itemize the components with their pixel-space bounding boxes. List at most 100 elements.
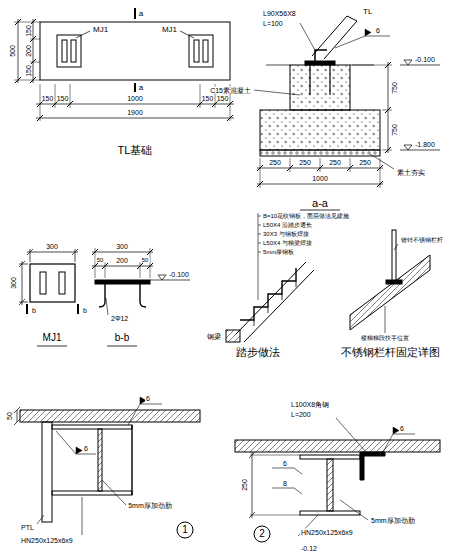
drawing-label: -1.800 <box>414 141 436 148</box>
drawing-stroke <box>250 455 300 515</box>
drawing-label: 6 <box>282 460 288 467</box>
drawing-label: 250 <box>298 159 312 166</box>
drawing-stroke <box>107 346 137 347</box>
drawing-stroke <box>14 8 440 536</box>
drawing-stroke <box>298 500 368 536</box>
drawing-stroke <box>106 298 108 315</box>
drawing-stroke <box>52 491 132 495</box>
drawing-label: b-b <box>114 333 130 343</box>
drawing-stroke <box>18 19 33 83</box>
drawing-stroke <box>19 261 28 305</box>
drawing-label: 500 <box>9 44 16 58</box>
drawing-label: 150 <box>56 95 70 102</box>
drawing-stroke <box>134 8 136 92</box>
callout-circle-outline <box>254 526 270 542</box>
drawing-label: L100X8角钢 <box>290 401 330 408</box>
drawing-stroke <box>260 150 380 156</box>
drawing-label: 50 <box>6 411 13 421</box>
drawing-stroke <box>59 272 65 294</box>
drawing-stroke <box>260 110 380 150</box>
drawing-label: 250 <box>268 159 282 166</box>
drawing-label: 6 <box>83 445 89 452</box>
drawing-stroke <box>56 431 96 454</box>
drawing-stroke <box>15 19 36 83</box>
drawing-stroke <box>36 104 234 118</box>
drawing-label: b <box>31 307 37 314</box>
drawing-label: a <box>138 84 144 92</box>
drawing-stroke <box>189 35 213 67</box>
drawing-stroke <box>128 404 162 425</box>
drawing-stroke <box>312 16 357 59</box>
drawing-stroke <box>92 249 153 269</box>
drawing-stroke <box>300 23 316 52</box>
drawing-label: L=100 <box>262 20 284 27</box>
drawing-label: 750 <box>391 123 398 137</box>
drawing-stroke <box>385 244 398 333</box>
drawing-stroke <box>62 40 67 62</box>
drawing-label: 200 <box>25 44 32 58</box>
drawing-label: 250 <box>328 159 342 166</box>
callout-number: 1 <box>182 525 188 535</box>
drawing-stroke <box>260 158 380 188</box>
drawing-label: 5mm厚加劲肋 <box>370 517 416 524</box>
drawing-label: 250 <box>358 159 372 166</box>
drawing-stroke <box>300 210 340 211</box>
drawing-stroke <box>335 36 390 48</box>
drawing-label: 150 <box>201 95 215 102</box>
drawing-stroke <box>350 255 430 330</box>
drawing-label: 1900 <box>126 109 144 116</box>
drawing-stroke <box>327 459 333 511</box>
drawing-stroke <box>27 304 78 314</box>
drawing-label: MJ1 <box>161 26 178 34</box>
callout-circle-outline <box>177 522 193 538</box>
drawing-stroke <box>258 216 261 252</box>
drawing-stroke <box>226 330 240 342</box>
drawing-label: 50 <box>96 257 105 263</box>
drawing-stroke <box>235 440 440 452</box>
drawing-label: 300 <box>115 243 129 250</box>
drawing-stroke <box>76 447 82 454</box>
drawing-label: b <box>82 307 88 314</box>
drawing-stroke <box>20 410 200 422</box>
drawing-label: 300 <box>45 243 59 250</box>
drawing-label: 镀锌不锈钢栏杆 <box>400 237 444 243</box>
drawing-label: TL基础 <box>117 145 154 156</box>
drawing-label: a-a <box>311 198 329 209</box>
drawing-stroke <box>336 418 366 452</box>
drawing-label: 250 <box>241 478 248 492</box>
drawing-stroke <box>37 101 233 121</box>
drawing-stroke <box>95 248 150 278</box>
drawing-stroke <box>310 65 330 95</box>
drawing-stroke <box>257 165 383 187</box>
drawing-stroke <box>300 455 360 459</box>
drawing-stroke <box>131 425 132 495</box>
drawing-label: a <box>138 10 144 18</box>
drawing-stroke <box>71 40 76 62</box>
drawing-stroke <box>254 90 300 95</box>
drawing-stroke <box>360 452 385 480</box>
drawing-stroke <box>400 60 440 150</box>
drawing-stroke <box>315 50 327 61</box>
drawing-stroke <box>300 511 360 515</box>
drawing-stroke <box>203 40 208 62</box>
drawing-stroke <box>365 29 371 36</box>
drawing-stroke <box>257 168 383 184</box>
drawing-stroke <box>386 280 402 284</box>
drawing-stroke <box>95 280 150 284</box>
drawing-stroke <box>99 284 146 307</box>
drawing-label: 150 <box>41 95 55 102</box>
drawing-label: 不锈钢栏杆固定详图 <box>340 347 441 358</box>
drawing-stroke <box>236 262 314 342</box>
drawing-stroke <box>385 62 391 153</box>
drawing-stroke <box>40 272 46 294</box>
drawing-label: 50 <box>141 257 150 263</box>
drawing-stroke <box>254 281 296 326</box>
drawing-label: 300 <box>10 276 17 290</box>
drawing-stroke <box>52 425 132 429</box>
drawing-stroke <box>92 252 153 266</box>
drawing-label: 楼梯梯段扶手位置 <box>360 335 410 341</box>
drawing-label: 1000 <box>126 95 144 102</box>
drawing-label: 150 <box>25 24 32 38</box>
drawing-label: 6 <box>145 395 151 402</box>
drawing-label: MJ1 <box>92 26 109 34</box>
